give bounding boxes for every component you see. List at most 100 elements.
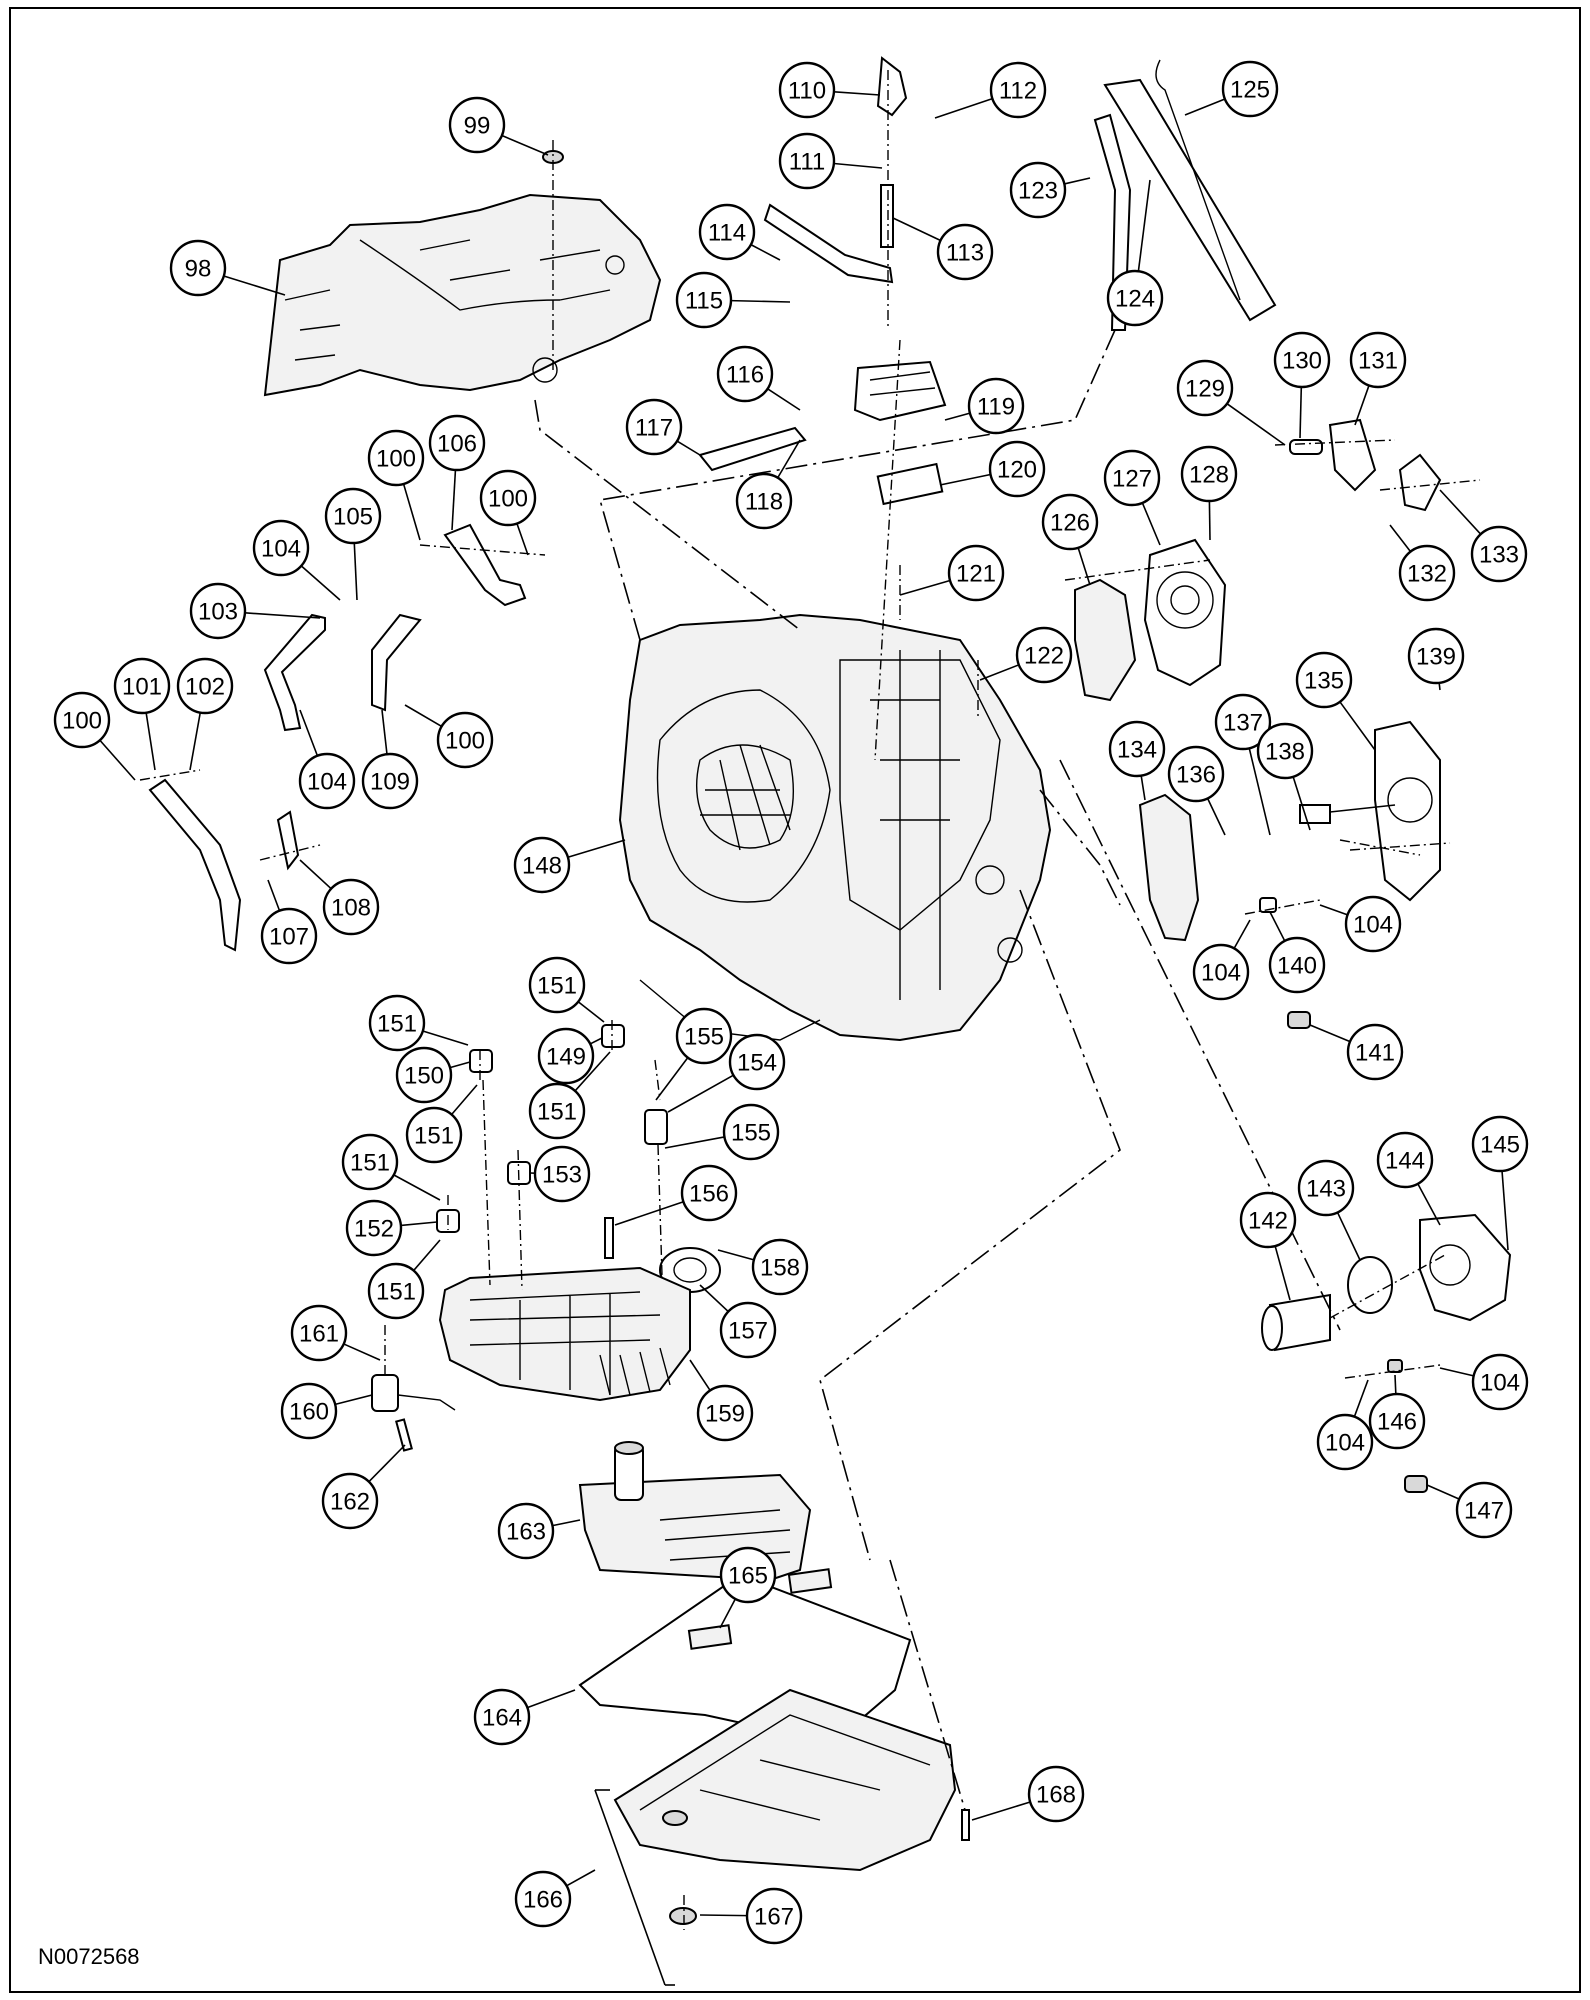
callout-label: 102 [185,674,225,701]
callout-113: 113 [936,223,994,281]
callout-circle [947,544,1005,602]
leader-line-151 [574,1051,611,1092]
callout-150: 150 [395,1046,453,1104]
callout-label: 120 [997,457,1037,484]
callout-100: 100 [479,469,537,527]
part-cooler-tube-mid [371,613,422,712]
callout-circle [290,1304,348,1362]
leader-line-99 [501,134,549,156]
callout-label: 129 [1185,376,1225,403]
callout-136: 136 [1167,745,1225,803]
leader-line-136 [1206,798,1226,836]
part-cooler-tube-left [263,613,326,732]
leader-line-100 [516,523,529,556]
callout-109: 109 [361,752,419,810]
leader-line-128 [1208,500,1211,541]
callout-label: 110 [788,78,826,105]
callout-133: 133 [1470,525,1528,583]
leader-line-165 [719,1598,737,1629]
callout-118: 118 [735,472,793,530]
leader-line-106 [451,469,457,531]
diagram-frame [9,7,1581,1993]
callout-label: 150 [404,1063,444,1090]
callout-157: 157 [719,1301,777,1359]
leader-line-145 [1501,1170,1509,1251]
callout-circle [1316,1413,1374,1471]
callout-circle [1103,449,1161,507]
part-accumulator-149 [601,1024,625,1048]
leader-line-129 [1226,403,1286,446]
callout-label: 109 [370,769,410,796]
callout-circle [967,377,1025,435]
leader-line-122 [979,664,1020,681]
callout-circle [1108,720,1166,778]
leader-line-126 [1077,547,1091,586]
callout-circle [448,96,506,154]
callout-label: 145 [1480,1132,1520,1159]
leader-line-123 [1064,177,1091,185]
callout-104: 104 [1471,1353,1529,1411]
callout-label: 100 [445,728,485,755]
callout-label: 126 [1050,510,1090,537]
callout-circle [1239,1191,1297,1249]
callout-117: 117 [625,398,683,456]
part-bolt-156 [604,1217,614,1259]
part-fitting-146 [1387,1359,1403,1373]
callout-148: 148 [513,836,571,894]
callout-circle [473,1688,531,1746]
callout-152: 152 [345,1199,403,1257]
callout-label: 153 [542,1162,582,1189]
part-magnet-b [787,1568,833,1594]
leader-line-134 [1140,775,1146,801]
callout-label: 140 [1277,953,1317,980]
callout-label: 142 [1248,1208,1288,1235]
callout-label: 113 [946,240,984,267]
leader-line-98 [223,275,286,296]
callout-149: 149 [537,1027,595,1085]
callout-label: 149 [546,1044,586,1071]
callout-label: 104 [307,769,347,796]
leader-line-116 [767,388,801,411]
callout-122: 122 [1015,626,1073,684]
leader-line-157 [699,1284,729,1313]
leader-line-162 [368,1444,406,1483]
callout-159: 159 [696,1384,754,1442]
callout-label: 135 [1304,668,1344,695]
part-sensor-connector [698,426,807,472]
callout-circle [680,1164,738,1222]
callout-label: 128 [1189,462,1229,489]
callout-label: 125 [1230,77,1270,104]
callout-circle [728,1033,786,1091]
callout-circle [1027,1765,1085,1823]
part-heat-shield [263,193,662,397]
callout-165: 165 [719,1546,777,1604]
callout-label: 154 [737,1050,777,1077]
callout-156: 156 [680,1164,738,1222]
callout-circle [936,223,994,281]
callout-label: 103 [198,599,238,626]
callout-146: 146 [1368,1392,1426,1450]
callout-151: 151 [341,1133,399,1191]
part-park-bracket [1328,418,1377,492]
callout-label: 115 [685,288,723,315]
callout-label: 98 [185,256,212,283]
callout-circle [675,271,733,329]
leader-line-100 [404,704,443,728]
callout-label: 105 [333,504,373,531]
callout-105: 105 [324,487,382,545]
leader-line-151 [422,1030,469,1046]
leader-line-164 [527,1689,576,1709]
part-cooler-tube-upper [443,523,527,607]
callout-label: 164 [482,1705,522,1732]
part-shaft-spring [1299,804,1331,824]
callout-label: 133 [1479,542,1519,569]
callout-circle [719,1301,777,1359]
callout-circle [675,1007,733,1065]
callout-label: 132 [1407,561,1447,588]
callout-label: 106 [437,431,477,458]
part-side-cover [1374,720,1441,902]
callout-138: 138 [1256,722,1314,780]
leader-line-166 [566,1869,596,1887]
leader-line-103 [244,612,321,619]
